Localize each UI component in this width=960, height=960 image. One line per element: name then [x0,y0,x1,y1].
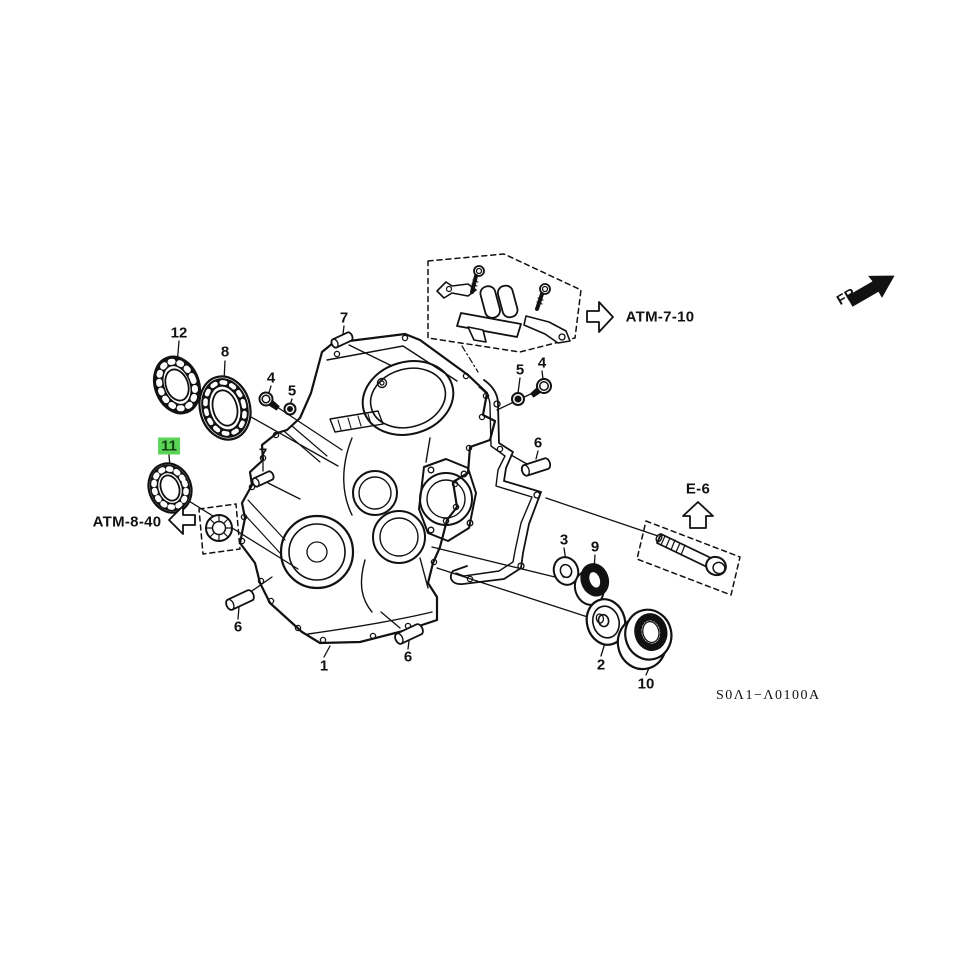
e6-bolt-dashed-box [636,520,741,596]
part-label-7: 7 [258,445,268,463]
e6-arrow-icon [682,501,714,529]
locknut-dashed-box [198,503,241,555]
ref-label-atm-7-10[interactable]: ATM-7-10 [625,308,695,326]
part-label-6: 6 [533,434,543,452]
diagram-code: S0Λ1−Λ0100A [716,688,821,703]
part-label-9: 9 [590,538,600,556]
needle-bearing-10 [616,608,673,671]
bolt-4-left [258,391,280,411]
case-gasket-drawing [450,379,542,585]
part-label-6: 6 [233,618,243,636]
part-label-5: 5 [515,361,525,379]
main-housing-drawing [238,332,497,645]
part-label-2: 2 [596,656,606,674]
part-label-4: 4 [537,354,547,372]
solenoid-assembly [436,265,571,344]
atm-7-10-arrow-icon [586,301,614,333]
needle-bearing-9 [573,563,610,606]
dowel-pin-6-right [520,457,552,477]
housing-bolt-holes [238,334,490,644]
e6-bolt [655,533,727,577]
part-label-5: 5 [287,382,297,400]
dowel-pin-7-mid [251,470,275,488]
ball-bearing-8 [198,375,252,441]
solenoid-dashed-box [427,253,582,353]
dowel-pin-6-bottom-left [225,589,255,611]
ref-label-atm-8-40[interactable]: ATM-8-40 [92,513,162,531]
seal-ring-2 [585,598,627,646]
mainshaft-locknut [205,514,233,542]
part-label-6: 6 [403,648,413,666]
fr-direction-arrow-icon [846,275,895,307]
part-label-8: 8 [220,343,230,361]
oil-seal-11 [147,462,193,514]
part-label-1: 1 [319,657,329,675]
ref-label-e-6[interactable]: E-6 [685,480,711,498]
dowel-pin-7-top [330,331,354,349]
part-label-4: 4 [266,369,276,387]
washer-5-right [511,392,525,406]
bolt-4-right [530,378,552,398]
part-label-7: 7 [339,309,349,327]
atm-8-40-arrow-icon [168,505,196,535]
part-label-10: 10 [637,675,655,693]
solenoid-box-leader [461,345,479,373]
part-label-12: 12 [170,324,188,342]
washer-5-left [283,402,297,416]
dowel-pin-6-bottom-center [394,623,424,645]
thrust-washer-3 [552,556,580,586]
oil-seal-12 [152,355,202,415]
part-label-3: 3 [559,531,569,549]
part-label-11-highlighted[interactable]: 11 [158,437,180,455]
